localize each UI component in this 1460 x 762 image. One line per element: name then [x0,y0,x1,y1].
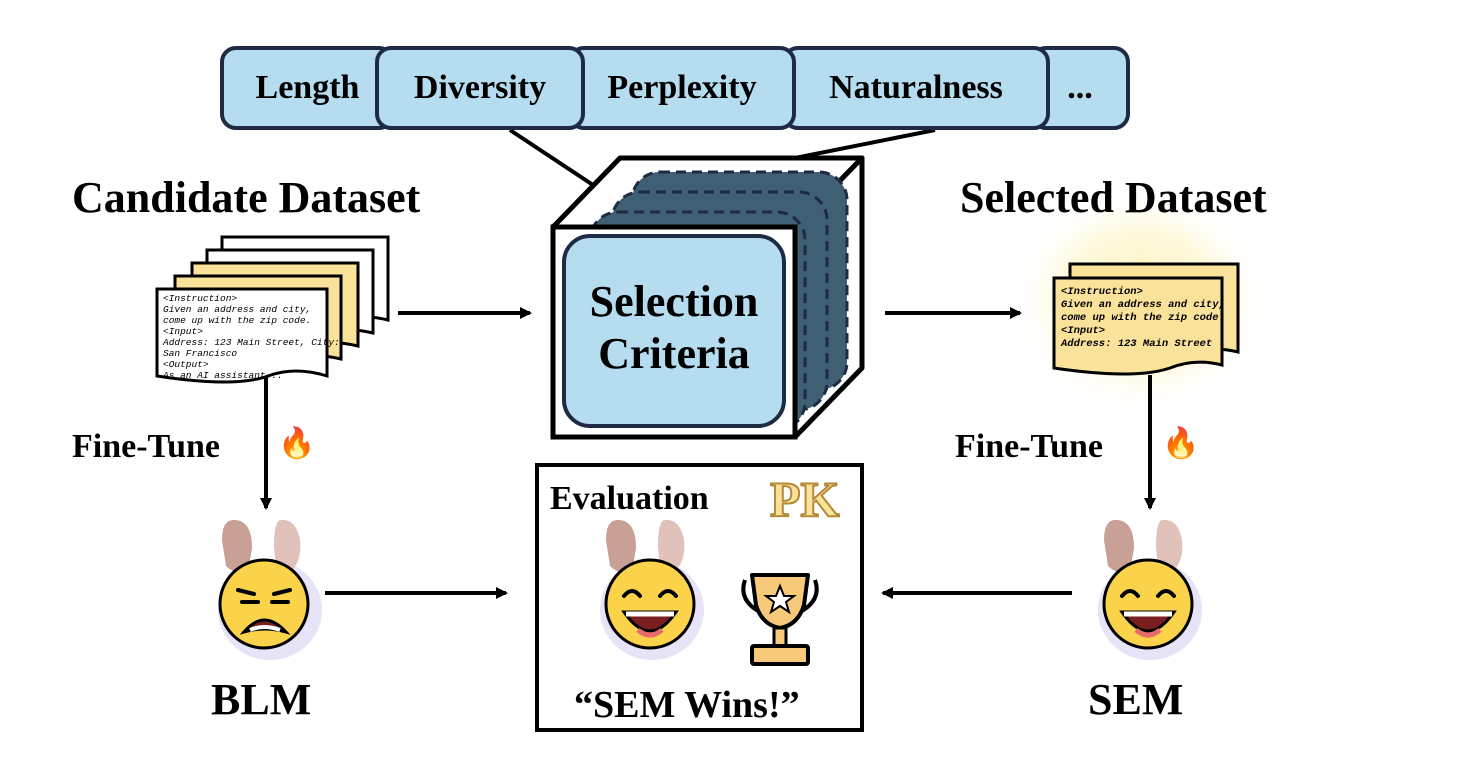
doc-line: Given an address and city, [163,304,312,315]
doc-line: San Francisco [163,348,238,359]
candidate-dataset-title: Candidate Dataset [72,173,421,222]
selection-criteria-text: Selection Criteria [564,276,784,380]
doc-line: Address: 123 Main Street, City: [163,337,340,348]
selection-line: Selection [589,277,759,326]
fire-icon: 🔥 [278,426,316,461]
criteria-tab-naturalness: Naturalness [782,46,1050,130]
criteria-tab-diversity: Diversity [375,46,585,130]
trophy-icon [741,573,819,666]
sem-avatar [1098,519,1202,660]
criteria-line: Criteria [598,329,750,378]
criteria-tab-label: Perplexity [607,69,757,106]
selection-criteria-box [562,234,786,428]
evaluation-label: Evaluation [550,480,709,517]
evaluation-sem-avatar [600,519,704,660]
doc-line: <Input> [1061,325,1106,337]
criteria-tab-label: ... [1067,69,1093,106]
doc-line: come up with the zip code. [1061,312,1225,324]
criteria-tab-perplexity: Perplexity [568,46,796,130]
pk-label: PK [769,470,840,528]
fire-icon: 🔥 [1162,426,1200,461]
blm-label: BLM [211,675,312,724]
fine-tune-label-right: Fine-Tune [955,428,1104,465]
doc-line: <Instruction> [1061,286,1143,298]
criteria-tab-length: Length [220,46,395,130]
criteria-tab-label: Length [255,69,360,106]
sem-label: SEM [1088,675,1184,724]
sem-wins-label: “SEM Wins!” [574,684,800,726]
doc-line: <Input> [163,326,203,337]
selection-cube [550,155,865,440]
doc-line: As an AI assistant... [163,370,283,381]
doc-line: Given an address and city, [1061,299,1225,311]
doc-line: <Output> [163,359,209,370]
doc-line: come up with the zip code. [163,315,312,326]
candidate-document-stack [155,235,390,384]
criteria-tab-label: Naturalness [829,69,1003,106]
selected-dataset-title: Selected Dataset [960,173,1267,222]
selected-doc-text: <Instruction> Given an address and city,… [1061,286,1225,351]
fine-tune-label-left: Fine-Tune [72,428,221,465]
candidate-doc-text: <Instruction> Given an address and city,… [163,293,340,381]
doc-line: <Instruction> [163,293,238,304]
criteria-tab-label: Diversity [413,69,547,106]
blm-avatar [218,519,322,660]
selected-document-stack [1052,262,1240,376]
doc-line: Address: 123 Main Street [1061,338,1213,350]
